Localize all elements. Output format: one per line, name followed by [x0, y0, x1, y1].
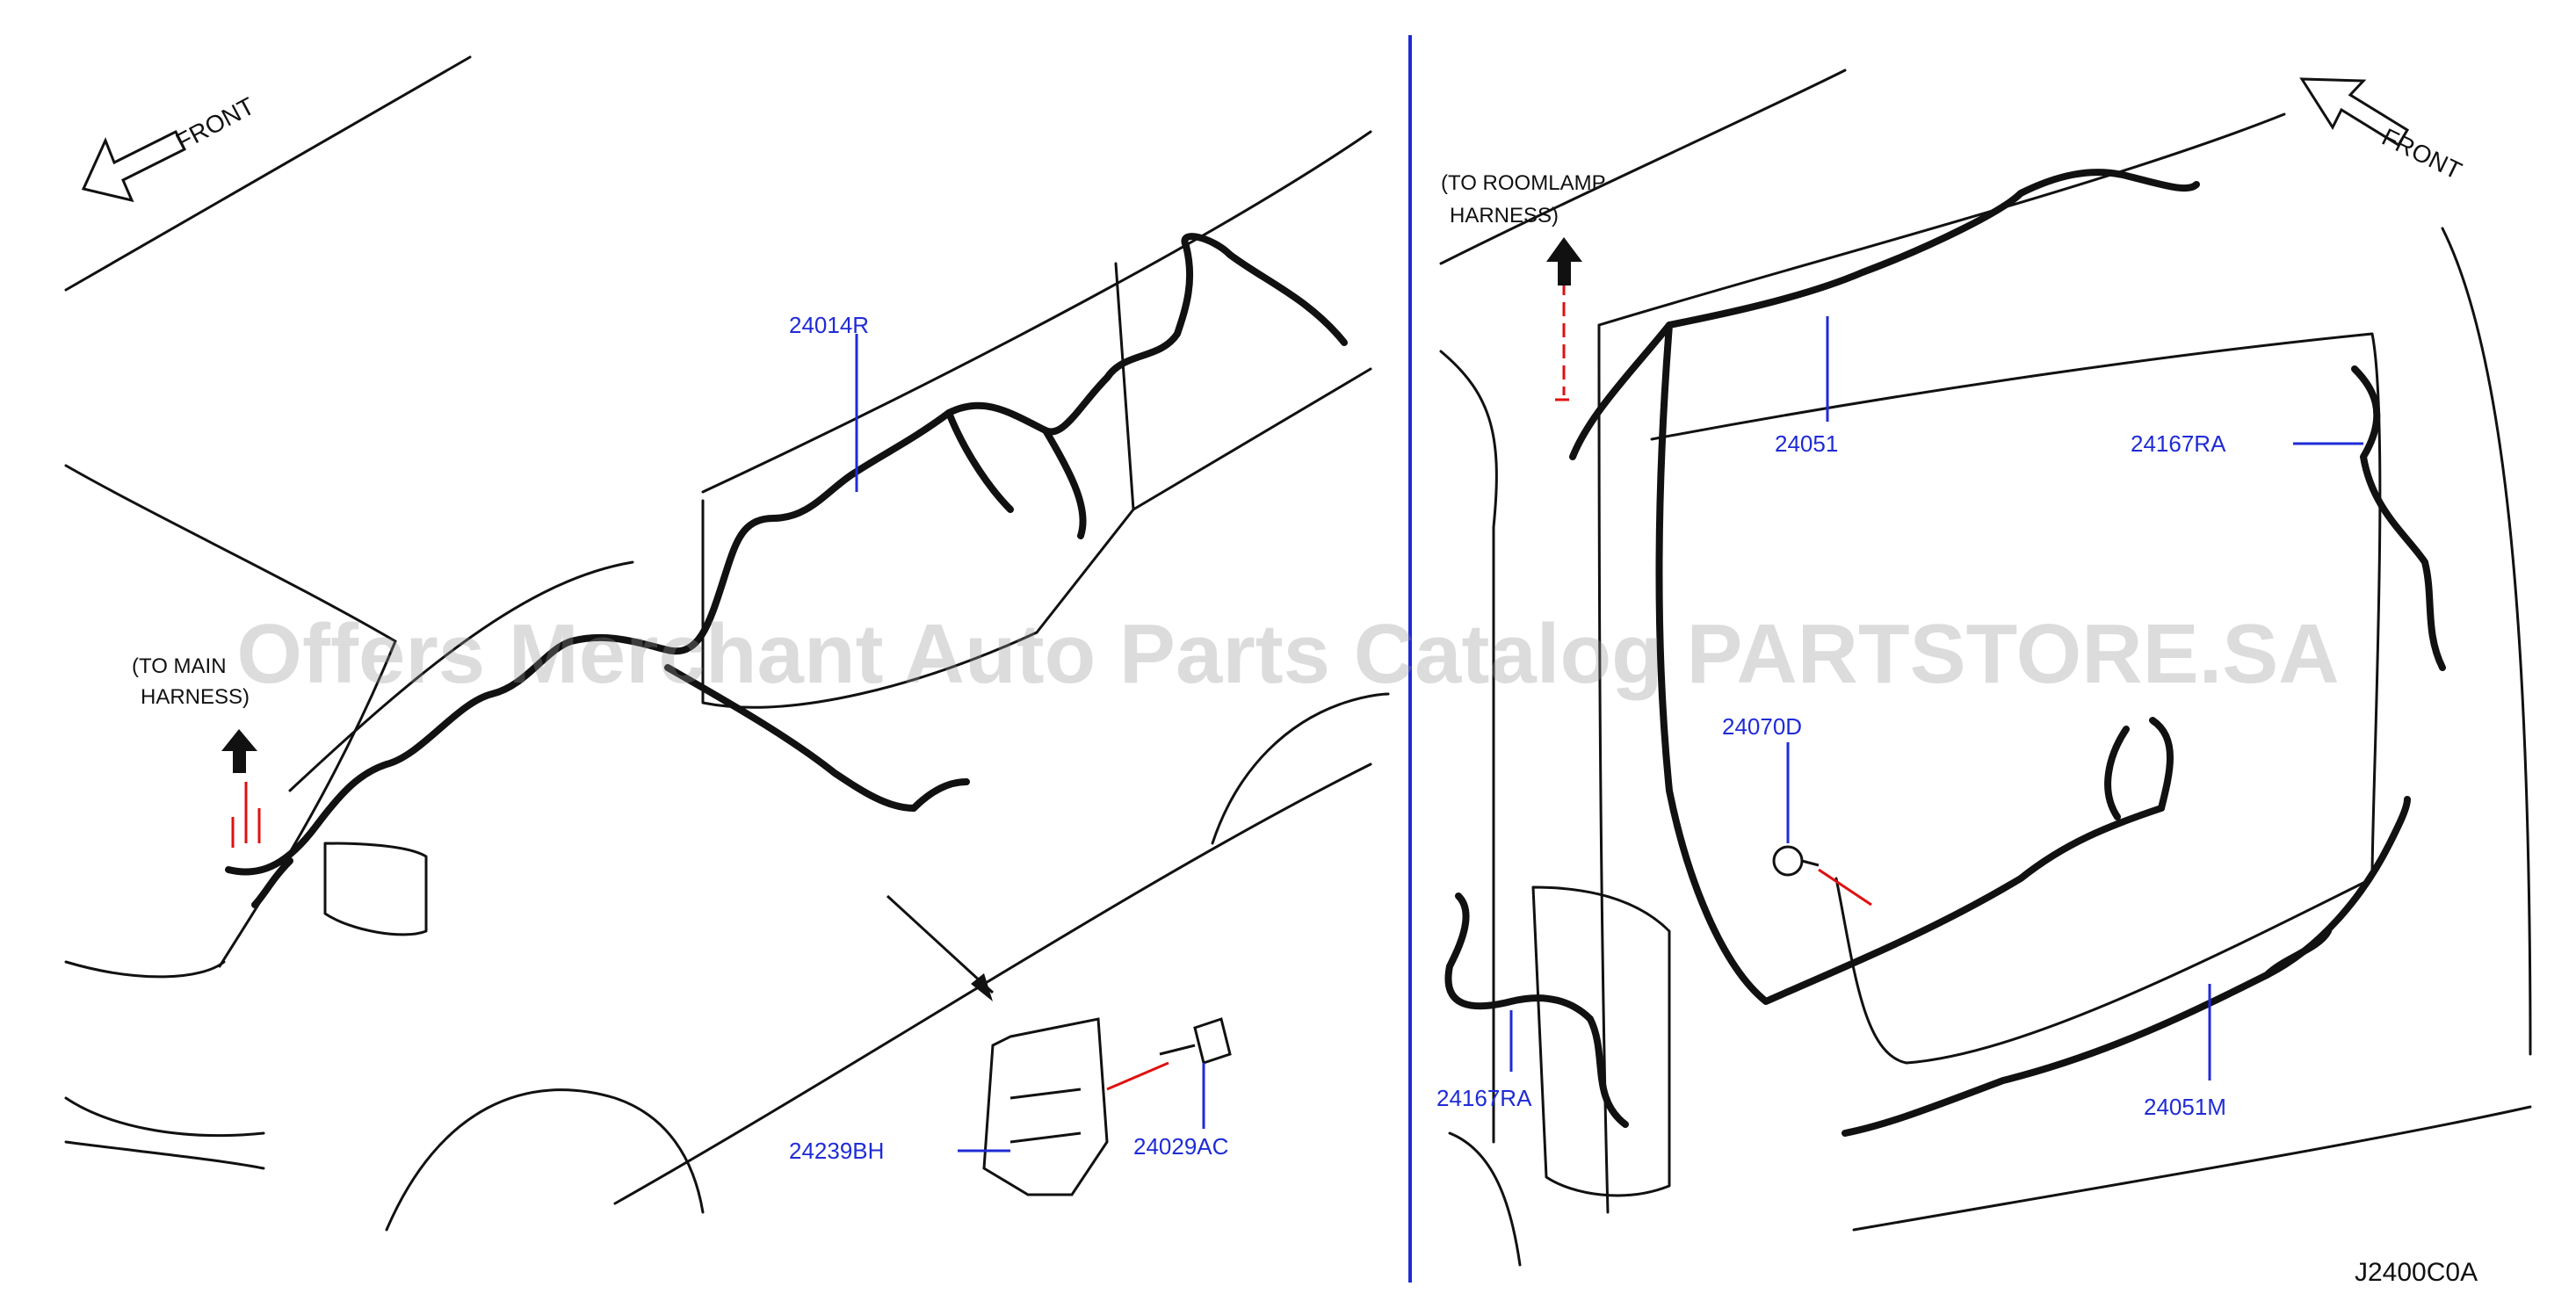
body-outline-hood [64, 464, 397, 643]
part-label-24051: 24051 [1775, 430, 1839, 457]
front-arrow-left [81, 129, 187, 203]
harness-24051 [1569, 169, 2200, 460]
part-label-24070D: 24070D [1722, 713, 1803, 740]
harness-branch-2 [910, 778, 970, 812]
part-label-24167RA-top: 24167RA [2131, 430, 2226, 457]
watermark: Offers Merchant Auto Parts Catalog PARTS… [236, 607, 2340, 701]
harness-24167RA-left [1444, 892, 1629, 1128]
note-right-line-2: HARNESS) [1450, 204, 1559, 228]
note-left-line-2: HARNESS) [141, 685, 250, 709]
up-arrow-right [1546, 237, 1582, 285]
right-lower-panel [1448, 1131, 1522, 1267]
guide-left-1 [231, 782, 261, 848]
bolt-24070D [1772, 845, 1804, 877]
right-pillar-right [2441, 227, 2532, 1056]
body-outline-fender-line [288, 560, 634, 792]
body-outline-wheel-rear [1211, 692, 1390, 845]
right-lamp-panel [1531, 885, 1671, 1197]
guide-right-2 [1555, 281, 1573, 401]
guide-right-1 [1818, 868, 1872, 907]
harness-24014R [225, 233, 1234, 876]
body-outline-window-2 [1035, 367, 1372, 634]
part-label-24051M: 24051M [2144, 1094, 2226, 1120]
body-outline-fender [64, 1096, 265, 1138]
harness-24051M [1842, 796, 2411, 1137]
bolt-24029AC [1159, 1017, 1232, 1065]
right-hatch-top [1597, 112, 2286, 327]
part-label-24029AC: 24029AC [1133, 1133, 1229, 1160]
front-arrow-right [2299, 77, 2410, 148]
body-outline-lamp [64, 1140, 265, 1170]
body-outline-roof [64, 55, 472, 292]
harness-branch-1 [664, 664, 917, 812]
body-outline-sill [613, 762, 1372, 1205]
right-roof-line [1439, 69, 1847, 265]
note-right-line-1: (TO ROOMLAMP [1441, 171, 1606, 195]
guide-left-2 [1106, 1061, 1169, 1091]
bracket-detail [1009, 1088, 1082, 1144]
right-hatch-edge [1597, 323, 1610, 1214]
harness-24167RA-top [2351, 365, 2446, 671]
note-left-line-1: (TO MAIN [132, 654, 227, 678]
harness-branch-5 [1226, 251, 1348, 346]
harness-24051-branch [2104, 717, 2174, 820]
body-outline-wheel-front [385, 1088, 705, 1232]
right-side-panel [1439, 350, 1498, 1144]
pointer-arrowhead [971, 973, 993, 1001]
right-window [1650, 332, 2382, 1065]
harness-branch-3 [945, 409, 1014, 513]
body-outline-bumper [64, 960, 226, 979]
harness-24051M-branch [2263, 928, 2332, 979]
right-hatch-bottom [1852, 1105, 2532, 1232]
harness-branch-6 [251, 857, 293, 908]
part-label-24167RA-bottom: 24167RA [1436, 1085, 1532, 1111]
bracket-24239BH [982, 1017, 1109, 1196]
bolt-24070D-shank [1801, 859, 1820, 867]
part-label-24239BH: 24239BH [789, 1138, 885, 1164]
part-label-24014R: 24014R [789, 312, 870, 338]
up-arrow-left [221, 729, 257, 773]
body-outline-pillar-b [1114, 262, 1135, 511]
harness-branch-4 [1042, 427, 1087, 539]
diagram-code: J2400C0A [2355, 1258, 2478, 1287]
pointer-arrow [886, 894, 995, 994]
harness-24051-down [1655, 322, 2165, 1005]
body-outline-pillar [218, 640, 397, 968]
body-outline-mirror [323, 842, 428, 936]
body-outline-door-top [701, 130, 1372, 494]
